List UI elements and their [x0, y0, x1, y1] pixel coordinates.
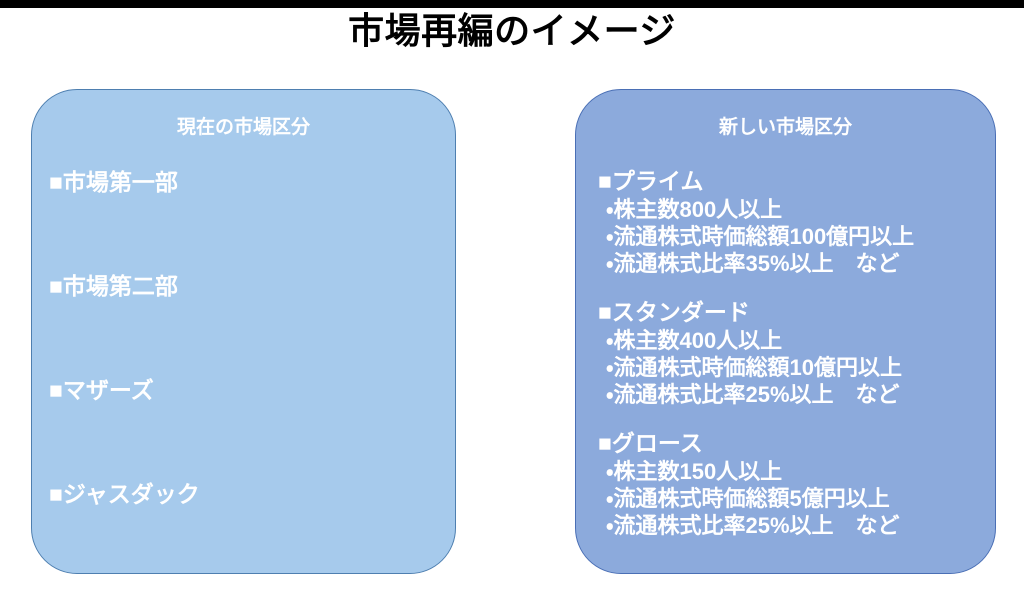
group-title: ■グロース: [598, 428, 985, 458]
group-title: ■プライム: [598, 166, 985, 196]
criterion-item: ・流通株式比率25%以上 など: [606, 513, 900, 538]
list-item-label: 市場第二部: [62, 273, 178, 299]
new-market-panel: 新しい市場区分 ■プライム ・株主数800人以上 ・流通株式時価総額100億円以…: [575, 89, 996, 574]
list-item-label: ジャスダック: [62, 481, 200, 507]
list-item: ■市場第二部: [49, 271, 445, 375]
criterion-item: ・流通株式時価総額5億円以上: [606, 486, 890, 511]
criterion-item: ・流通株式時価総額100億円以上: [606, 224, 915, 249]
criterion-item: ・流通株式時価総額10億円以上: [606, 355, 902, 380]
bullet-square-icon: ■: [49, 481, 63, 507]
group-title: ■スタンダード: [598, 297, 985, 327]
criterion-item: ・株主数150人以上: [606, 459, 783, 484]
market-group-growth: ■グロース ・株主数150人以上 ・流通株式時価総額5億円以上 ・流通株式比率2…: [598, 428, 985, 539]
list-item: ■ジャスダック: [49, 479, 445, 583]
criteria-list: ・株主数800人以上 ・流通株式時価総額100億円以上 ・流通株式比率35%以上…: [598, 196, 985, 277]
bullet-square-icon: ■: [598, 430, 612, 456]
criteria-list: ・株主数400人以上 ・流通株式時価総額10億円以上 ・流通株式比率25%以上 …: [598, 327, 985, 408]
current-market-header: 現在の市場区分: [176, 117, 310, 138]
bullet-square-icon: ■: [598, 168, 612, 194]
group-name: スタンダード: [611, 299, 750, 325]
bullet-square-icon: ■: [49, 169, 63, 195]
criterion-item: ・株主数400人以上: [606, 328, 783, 353]
market-group-prime: ■プライム ・株主数800人以上 ・流通株式時価総額100億円以上 ・流通株式比…: [598, 166, 985, 277]
bullet-square-icon: ■: [49, 273, 63, 299]
list-item-label: 市場第一部: [62, 169, 178, 195]
market-group-standard: ■スタンダード ・株主数400人以上 ・流通株式時価総額10億円以上 ・流通株式…: [598, 297, 985, 408]
current-market-list: ■市場第一部 ■市場第二部 ■マザーズ ■ジャスダック: [49, 167, 445, 583]
bullet-square-icon: ■: [598, 299, 612, 325]
bullet-square-icon: ■: [49, 377, 63, 403]
list-item: ■市場第一部: [49, 167, 445, 271]
page-title: 市場再編のイメージ: [348, 10, 676, 51]
list-item: ■マザーズ: [49, 375, 445, 479]
list-item-label: マザーズ: [62, 377, 154, 403]
top-black-bar: [0, 0, 1024, 8]
current-market-panel: 現在の市場区分 ■市場第一部 ■市場第二部 ■マザーズ ■ジャスダック: [31, 89, 456, 574]
new-market-group-list: ■プライム ・株主数800人以上 ・流通株式時価総額100億円以上 ・流通株式比…: [598, 166, 985, 559]
new-market-header: 新しい市場区分: [718, 117, 852, 138]
criterion-item: ・流通株式比率35%以上 など: [606, 251, 900, 276]
group-name: プライム: [611, 168, 704, 194]
group-name: グロース: [611, 430, 703, 456]
criterion-item: ・流通株式比率25%以上 など: [606, 382, 900, 407]
criterion-item: ・株主数800人以上: [606, 197, 783, 222]
criteria-list: ・株主数150人以上 ・流通株式時価総額5億円以上 ・流通株式比率25%以上 な…: [598, 458, 985, 539]
